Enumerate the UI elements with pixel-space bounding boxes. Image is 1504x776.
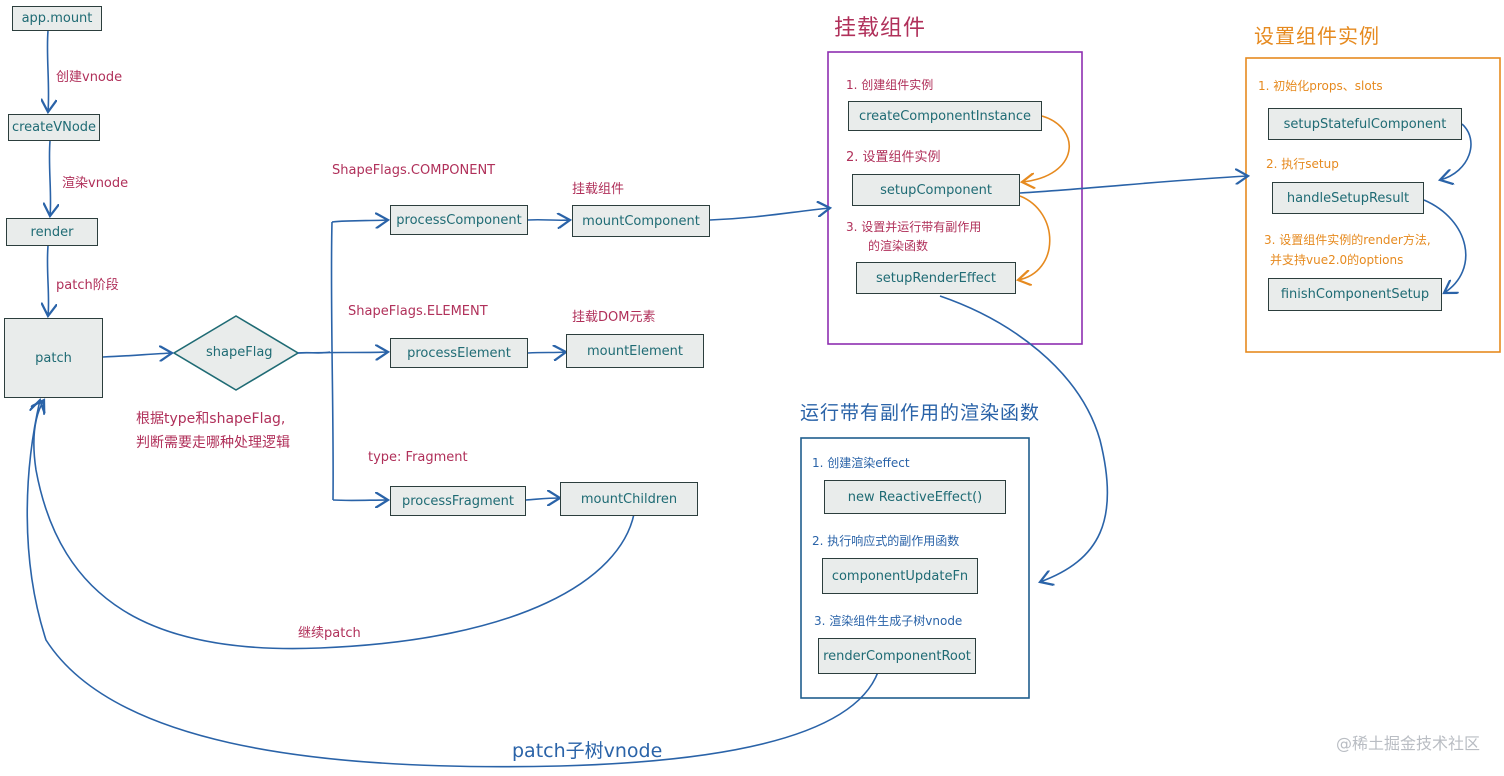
mount-component-panel-title: 挂载组件 bbox=[834, 16, 927, 41]
instance-panel-step2: 2. 执行setup bbox=[1266, 157, 1339, 171]
mount-panel-step3-line1: 3. 设置并运行带有副作用 bbox=[846, 220, 982, 234]
setuprendereffect-label: setupRenderEffect bbox=[875, 270, 997, 286]
arrow-createvnode-to-render bbox=[49, 140, 50, 216]
render-label: render bbox=[30, 224, 74, 240]
createvnode-box[interactable]: createVNode bbox=[8, 114, 100, 141]
finishcomponentsetup-label: finishComponentSetup bbox=[1280, 287, 1430, 302]
mountchildren-box[interactable]: mountChildren bbox=[560, 482, 698, 516]
app-mount-box[interactable]: app.mount bbox=[12, 6, 102, 31]
setupstatefulcomponent-box[interactable]: setupStatefulComponent bbox=[1268, 108, 1462, 140]
arrow-appmount-to-createvnode bbox=[47, 30, 48, 112]
setupcomponent-label: setupComponent bbox=[880, 182, 992, 198]
arrow-to-processcomponent bbox=[331, 220, 388, 222]
render-effect-panel-title: 运行带有副作用的渲染函数 bbox=[800, 402, 1041, 424]
setup-instance-panel-title: 设置组件实例 bbox=[1254, 24, 1380, 48]
patch-label: patch bbox=[35, 350, 72, 366]
create-vnode-caption: 创建vnode bbox=[56, 70, 123, 85]
createcomponentinstance-label: createComponentInstance bbox=[858, 108, 1032, 124]
arrow-setupcomponent-to-instance-panel bbox=[1019, 176, 1248, 194]
createvnode-label: createVNode bbox=[11, 120, 97, 135]
handlesetupresult-box[interactable]: handleSetupResult bbox=[1272, 182, 1424, 214]
arrow-setupcomponent-to-rendereffect bbox=[1018, 195, 1051, 280]
mountcomponent-box[interactable]: mountComponent bbox=[572, 205, 710, 237]
processelement-box[interactable]: processElement bbox=[390, 338, 528, 368]
arrow-handle-to-finish bbox=[1423, 199, 1467, 293]
rendercomponentroot-box[interactable]: renderComponentRoot bbox=[818, 638, 976, 674]
mount-element-caption: 挂载DOM元素 bbox=[572, 310, 656, 325]
render-effect-panel-frame bbox=[800, 437, 1030, 699]
arrow-stateful-to-handle bbox=[1440, 123, 1472, 180]
decision-note-line1: 根据type和shapeFlag, bbox=[136, 411, 286, 427]
setupstatefulcomponent-label: setupStatefulComponent bbox=[1283, 116, 1447, 132]
effect-panel-step1: 1. 创建渲染effect bbox=[812, 456, 910, 470]
arrow-patch-subtree bbox=[26, 400, 879, 768]
mount-panel-step1: 1. 创建组件实例 bbox=[846, 78, 934, 92]
processcomponent-label: processComponent bbox=[396, 212, 522, 228]
element-flag-caption: ShapeFlags.ELEMENT bbox=[348, 304, 488, 319]
app-mount-label: app.mount bbox=[21, 11, 93, 26]
arrow-continue-patch bbox=[34, 400, 635, 650]
mount-component-panel-frame bbox=[827, 51, 1083, 345]
render-box[interactable]: render bbox=[6, 218, 98, 246]
arrow-to-processelement bbox=[297, 352, 388, 353]
instance-panel-step3-line2: 并支持vue2.0的options bbox=[1270, 253, 1404, 267]
handlesetupresult-label: handleSetupResult bbox=[1286, 190, 1410, 206]
arrow-mountcomponent-to-panel bbox=[709, 208, 830, 221]
mountchildren-label: mountChildren bbox=[580, 491, 678, 507]
patch-stage-caption: patch阶段 bbox=[56, 278, 119, 293]
setuprendereffect-box[interactable]: setupRenderEffect bbox=[856, 262, 1016, 294]
mountelement-label: mountElement bbox=[586, 343, 683, 359]
render-vnode-caption: 渲染vnode bbox=[62, 176, 129, 191]
continue-patch-caption: 继续patch bbox=[298, 626, 361, 641]
fragment-flag-caption: type: Fragment bbox=[368, 450, 468, 465]
arrow-setuprendereffect-to-effect-panel bbox=[939, 295, 1109, 582]
shapeflag-diamond-label: shapeFlag bbox=[206, 345, 273, 360]
processfragment-label: processFragment bbox=[401, 493, 515, 509]
createcomponentinstance-box[interactable]: createComponentInstance bbox=[848, 101, 1042, 131]
mount-panel-step3-line2: 的渲染函数 bbox=[868, 239, 929, 253]
patch-subtree-caption: patch子树vnode bbox=[512, 740, 663, 762]
arrow-processcomponent-to-mountcomponent bbox=[527, 220, 570, 221]
mount-panel-step2: 2. 设置组件实例 bbox=[846, 150, 941, 165]
rendercomponentroot-label: renderComponentRoot bbox=[823, 648, 971, 664]
branch-trunk bbox=[330, 221, 334, 501]
decision-note-line2: 判断需要走哪种处理逻辑 bbox=[136, 435, 290, 451]
componentupdatefn-label: componentUpdateFn bbox=[831, 568, 969, 584]
instance-panel-step1: 1. 初始化props、slots bbox=[1258, 79, 1383, 93]
component-flag-caption: ShapeFlags.COMPONENT bbox=[332, 163, 496, 178]
reactiveeffect-label: new ReactiveEffect() bbox=[847, 489, 983, 505]
setupcomponent-box[interactable]: setupComponent bbox=[852, 174, 1020, 206]
arrow-render-to-patch bbox=[47, 245, 48, 316]
mountelement-box[interactable]: mountElement bbox=[566, 334, 704, 368]
patch-box[interactable]: patch bbox=[4, 318, 103, 398]
effect-panel-step2: 2. 执行响应式的副作用函数 bbox=[812, 534, 960, 548]
processfragment-box[interactable]: processFragment bbox=[390, 486, 526, 516]
mount-component-caption: 挂载组件 bbox=[572, 182, 625, 197]
processcomponent-box[interactable]: processComponent bbox=[390, 205, 528, 235]
mountcomponent-label: mountComponent bbox=[582, 213, 700, 229]
watermark: @稀土掘金技术社区 bbox=[1335, 734, 1480, 753]
finishcomponentsetup-box[interactable]: finishComponentSetup bbox=[1268, 278, 1442, 311]
instance-panel-step3-line1: 3. 设置组件实例的render方法, bbox=[1264, 233, 1431, 247]
shapeflag-diamond-shape bbox=[172, 315, 300, 391]
arrow-processfragment-to-mountchildren bbox=[525, 498, 560, 500]
componentupdatefn-box[interactable]: componentUpdateFn bbox=[822, 558, 978, 594]
arrow-processelement-to-mountelement bbox=[527, 352, 566, 353]
arrow-patch-to-shapeflag bbox=[102, 353, 172, 357]
setup-instance-panel-frame bbox=[1245, 57, 1501, 353]
effect-panel-step3: 3. 渲染组件生成子树vnode bbox=[814, 614, 963, 628]
reactiveeffect-box[interactable]: new ReactiveEffect() bbox=[824, 480, 1006, 514]
arrow-createinstance-to-setupcomponent bbox=[1022, 115, 1070, 182]
processelement-label: processElement bbox=[407, 345, 511, 361]
